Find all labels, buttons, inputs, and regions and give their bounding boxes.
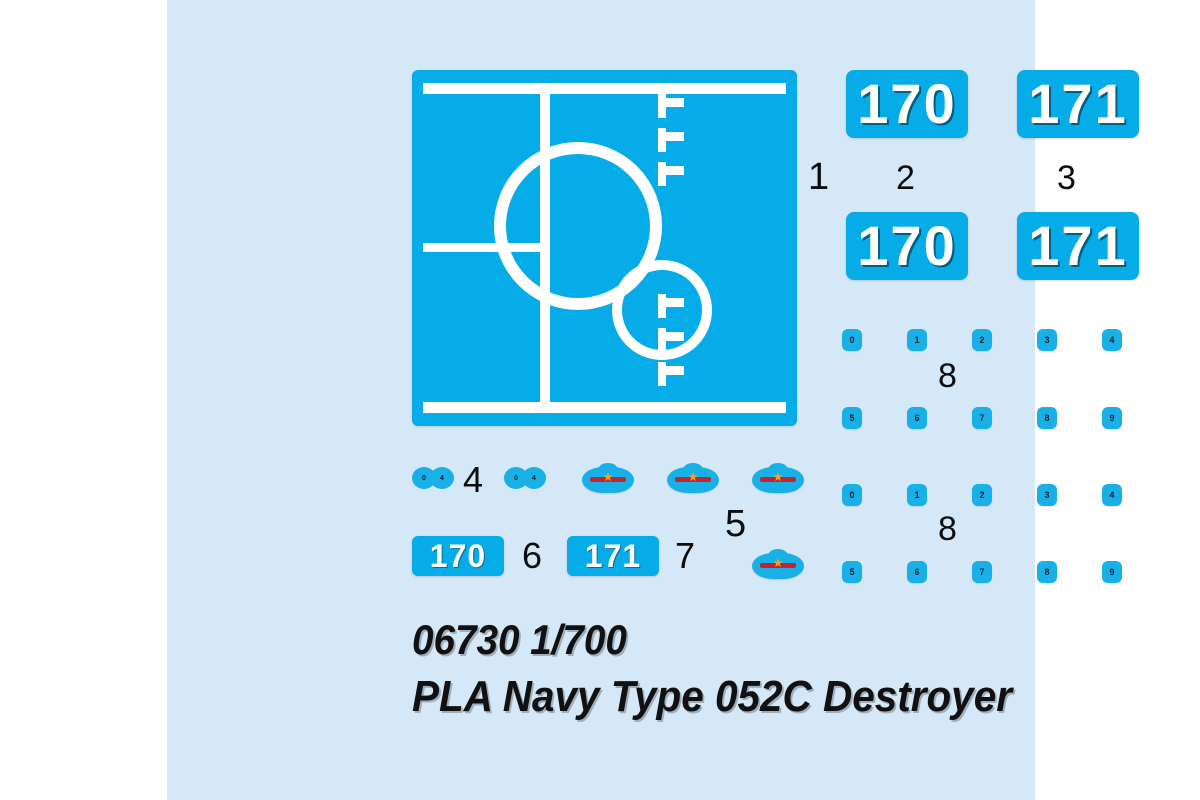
callout-7: 7 xyxy=(675,535,696,576)
crest-star-icon xyxy=(773,558,783,568)
digit-decal[interactable]: 6 xyxy=(907,561,927,583)
digit-decal[interactable]: 7 xyxy=(972,561,992,583)
digit-decal[interactable]: 3 xyxy=(1037,484,1057,506)
oval-right: 4 xyxy=(522,467,546,489)
callout-8-bottom: 8 xyxy=(938,510,957,548)
digit-decal[interactable]: 7 xyxy=(972,407,992,429)
callout-3: 3 xyxy=(1057,159,1076,197)
helicopter-deck-decal[interactable] xyxy=(412,70,797,426)
digit-decal[interactable]: 8 xyxy=(1037,561,1057,583)
callout-1: 1 xyxy=(808,156,830,198)
digit-decal[interactable]: 5 xyxy=(842,561,862,583)
deck-tick-mark xyxy=(662,98,684,107)
decal-sheet-panel: 1 170 171 2 3 170 171 0 1 2 3 4 8 5 6 7 … xyxy=(167,0,1139,800)
crest-star-icon xyxy=(773,472,783,482)
crest-bar-icon xyxy=(675,477,711,482)
digit-decal[interactable]: 6 xyxy=(907,407,927,429)
kit-title: PLA Navy Type 052C Destroyer xyxy=(412,672,1012,721)
double-oval-decal-a[interactable]: 0 4 xyxy=(412,467,454,489)
digit-decal[interactable]: 0 xyxy=(842,484,862,506)
callout-6: 6 xyxy=(522,535,543,576)
small-hull-plate-170[interactable]: 170 xyxy=(412,536,504,576)
digit-decal[interactable]: 0 xyxy=(842,329,862,351)
digit-decal[interactable]: 5 xyxy=(842,407,862,429)
callout-5: 5 xyxy=(725,503,747,545)
digit-decal[interactable]: 9 xyxy=(1102,407,1122,429)
oval-right: 4 xyxy=(430,467,454,489)
deck-tick-mark xyxy=(662,132,684,141)
deck-top-line xyxy=(423,83,786,94)
naval-crest-decal[interactable] xyxy=(582,463,634,493)
digit-decal[interactable]: 9 xyxy=(1102,561,1122,583)
kit-number-and-scale: 06730 1/700 xyxy=(412,616,627,663)
oval-left: 0 xyxy=(412,467,436,489)
callout-4: 4 xyxy=(463,459,484,500)
crest-bar-icon xyxy=(590,477,626,482)
naval-crest-decal[interactable] xyxy=(667,463,719,493)
digit-decal[interactable]: 2 xyxy=(972,484,992,506)
deck-tick-mark xyxy=(662,166,684,175)
hull-number-plate-170-a[interactable]: 170 xyxy=(846,70,968,138)
digit-decal[interactable]: 1 xyxy=(907,329,927,351)
digit-decal[interactable]: 8 xyxy=(1037,407,1057,429)
digit-decal[interactable]: 4 xyxy=(1102,329,1122,351)
digit-decal[interactable]: 4 xyxy=(1102,484,1122,506)
naval-crest-decal[interactable] xyxy=(752,549,804,579)
callout-2: 2 xyxy=(896,159,915,197)
deck-tick-mark xyxy=(662,366,684,375)
digit-decal[interactable]: 3 xyxy=(1037,329,1057,351)
deck-short-mark xyxy=(423,243,541,252)
double-oval-decal-b[interactable]: 0 4 xyxy=(504,467,546,489)
crest-star-icon xyxy=(688,472,698,482)
crest-bar-icon xyxy=(760,563,796,568)
oval-left: 0 xyxy=(504,467,528,489)
naval-crest-decal[interactable] xyxy=(752,463,804,493)
hull-number-plate-171-a[interactable]: 171 xyxy=(1017,70,1139,138)
small-hull-plate-171[interactable]: 171 xyxy=(567,536,659,576)
digit-decal[interactable]: 2 xyxy=(972,329,992,351)
deck-inner-circle xyxy=(612,260,712,360)
deck-bottom-line xyxy=(423,402,786,413)
hull-number-plate-170-b[interactable]: 170 xyxy=(846,212,968,280)
digit-decal[interactable]: 1 xyxy=(907,484,927,506)
crest-bar-icon xyxy=(760,477,796,482)
callout-8-top: 8 xyxy=(938,357,957,395)
hull-number-plate-171-b[interactable]: 171 xyxy=(1017,212,1139,280)
crest-star-icon xyxy=(603,472,613,482)
